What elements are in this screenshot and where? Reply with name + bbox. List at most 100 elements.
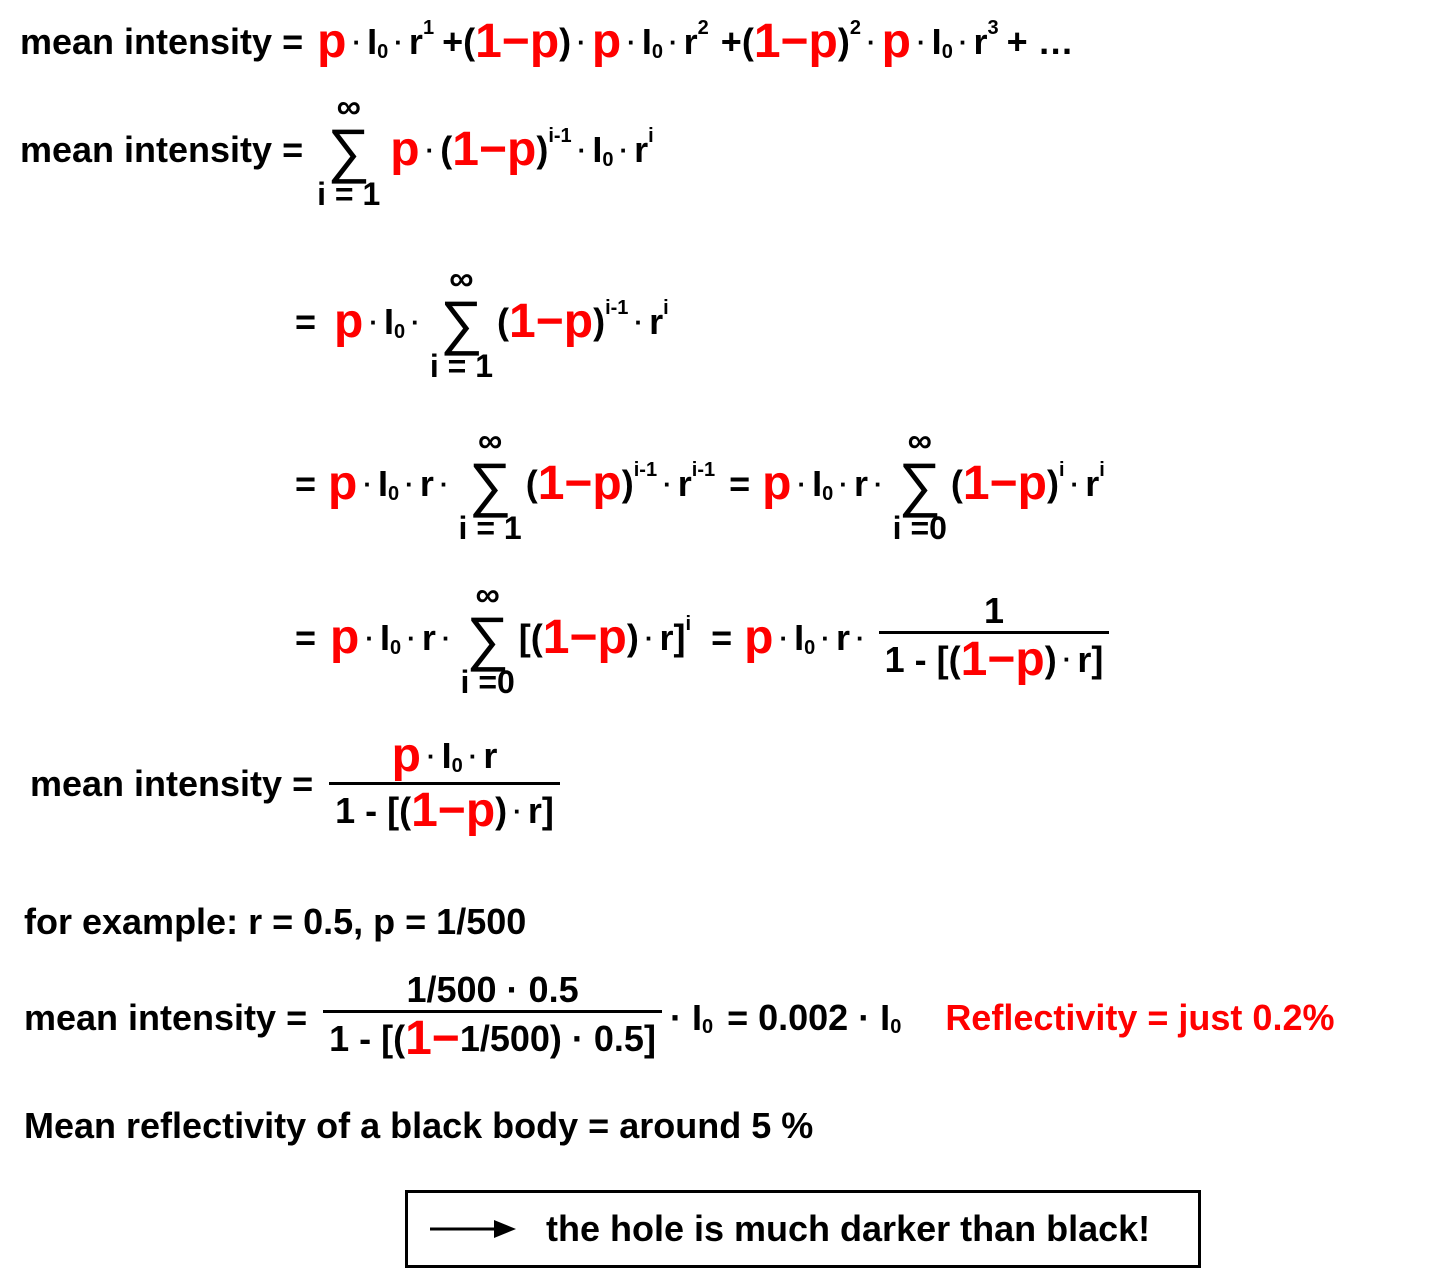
sigma-icon: ∑ bbox=[466, 605, 510, 672]
denominator-prefix: 1 - [( bbox=[335, 790, 412, 831]
dot: · bbox=[468, 740, 478, 771]
plus: + bbox=[442, 21, 464, 62]
reflectivity-note: Reflectivity = just 0.2% bbox=[945, 996, 1335, 1038]
subscript-0: 0 bbox=[890, 1016, 902, 1038]
sigma-icon: ∑ bbox=[440, 289, 483, 356]
sum-upper: ∞ bbox=[477, 422, 503, 460]
ellipsis: + … bbox=[1006, 21, 1074, 62]
subscript-0: 0 bbox=[602, 148, 614, 171]
subscript-0: 0 bbox=[941, 40, 953, 63]
dot: · bbox=[352, 26, 362, 57]
example-text: for example: r = 0.5, p = 1/500 bbox=[24, 901, 527, 942]
one-minus: 1− bbox=[962, 457, 1018, 510]
sum-lower: i = 1 bbox=[458, 510, 522, 546]
symbol-I: I bbox=[367, 21, 378, 62]
paren: ) bbox=[1044, 638, 1057, 680]
one-minus: 1− bbox=[411, 784, 466, 837]
exponent: 2 bbox=[697, 16, 709, 39]
label: mean intensity = bbox=[20, 21, 304, 62]
symbol-p: p bbox=[591, 15, 622, 68]
symbol-I: I bbox=[380, 617, 391, 658]
label: mean intensity = bbox=[20, 129, 304, 170]
summation: ∞ ∑ i =0 bbox=[461, 578, 515, 698]
paren: ) bbox=[621, 463, 634, 504]
exponent: i-1 bbox=[548, 124, 572, 147]
exponent: i bbox=[1099, 458, 1105, 481]
paren: ) bbox=[1046, 463, 1059, 504]
bracket: [( bbox=[518, 617, 543, 658]
symbol-I: I bbox=[384, 301, 395, 342]
paren: ) bbox=[593, 301, 606, 342]
symbol-r: r bbox=[649, 301, 664, 342]
dot: · bbox=[426, 740, 436, 771]
subscript-0: 0 bbox=[451, 754, 463, 777]
symbol-r: r bbox=[419, 463, 434, 504]
paren: ( bbox=[497, 301, 509, 342]
paren: ( bbox=[440, 129, 453, 170]
exponent: i bbox=[663, 296, 669, 319]
symbol-p: p bbox=[390, 123, 420, 176]
subscript-0: 0 bbox=[377, 40, 389, 63]
equals: = bbox=[729, 463, 751, 504]
exponent: i-1 bbox=[633, 458, 658, 481]
exponent: i bbox=[1058, 458, 1065, 481]
symbol-I: I bbox=[931, 21, 942, 62]
symbol-p: p bbox=[529, 15, 560, 68]
equals: = bbox=[711, 617, 733, 658]
symbol-p: p bbox=[391, 729, 421, 782]
subscript-0: 0 bbox=[822, 482, 834, 505]
dot: · bbox=[411, 306, 420, 337]
exponent: 3 bbox=[987, 16, 999, 39]
dot: · bbox=[577, 26, 586, 57]
bracket: ] bbox=[541, 790, 554, 831]
paren: ( bbox=[525, 463, 538, 504]
fraction-bar bbox=[329, 782, 560, 785]
summation: ∞ ∑ i = 1 bbox=[459, 424, 522, 544]
subscript-0: 0 bbox=[394, 320, 406, 343]
summation: ∞ ∑ i = 1 bbox=[317, 90, 380, 210]
symbol-p: p bbox=[597, 611, 627, 664]
dot: · bbox=[407, 622, 416, 653]
subscript-0: 0 bbox=[388, 482, 400, 505]
black-body-line: Mean reflectivity of a black body = arou… bbox=[24, 1108, 813, 1144]
fraction-denominator: 1 - [( 1− 1/500) · 0.5] bbox=[323, 1013, 662, 1065]
symbol-r: r bbox=[677, 463, 692, 504]
symbol-r: r bbox=[421, 617, 436, 658]
bracket: ] bbox=[1091, 638, 1104, 680]
symbol-I: I bbox=[794, 617, 805, 658]
symbol-I: I bbox=[592, 129, 603, 170]
dot: · bbox=[577, 134, 587, 165]
dot: · bbox=[779, 622, 789, 653]
dot: · bbox=[867, 26, 876, 57]
one-minus: 1− bbox=[537, 457, 593, 510]
dot: · bbox=[627, 26, 636, 57]
dot: · bbox=[644, 622, 654, 653]
symbol-p: p bbox=[881, 15, 911, 68]
subscript-0: 0 bbox=[701, 1016, 714, 1038]
exponent: i-1 bbox=[691, 458, 716, 481]
exponent: i-1 bbox=[605, 296, 629, 319]
dot: · bbox=[663, 468, 672, 499]
result: = 0.002 · I bbox=[727, 996, 891, 1038]
one-minus: 1− bbox=[542, 611, 598, 664]
subscript-0: 0 bbox=[651, 40, 663, 63]
example-computation: mean intensity = 1/500 · 0.5 1 - [( 1− 1… bbox=[24, 970, 1334, 1065]
sigma-icon: ∑ bbox=[327, 117, 371, 184]
denominator-middle: 1/500) · 0.5] bbox=[459, 1018, 656, 1059]
one-minus: 1− bbox=[753, 15, 809, 68]
dot: · bbox=[839, 468, 848, 499]
fraction-numerator: 1/500 · 0.5 bbox=[400, 970, 584, 1010]
one-minus: 1− bbox=[475, 15, 530, 68]
dot: · bbox=[873, 468, 883, 499]
symbol-p: p bbox=[317, 15, 347, 68]
summation: ∞ ∑ i = 1 bbox=[430, 262, 493, 382]
paren: ( bbox=[741, 21, 754, 62]
symbol-p: p bbox=[563, 295, 594, 348]
label: mean intensity = bbox=[30, 762, 314, 804]
symbol-p: p bbox=[330, 611, 360, 664]
